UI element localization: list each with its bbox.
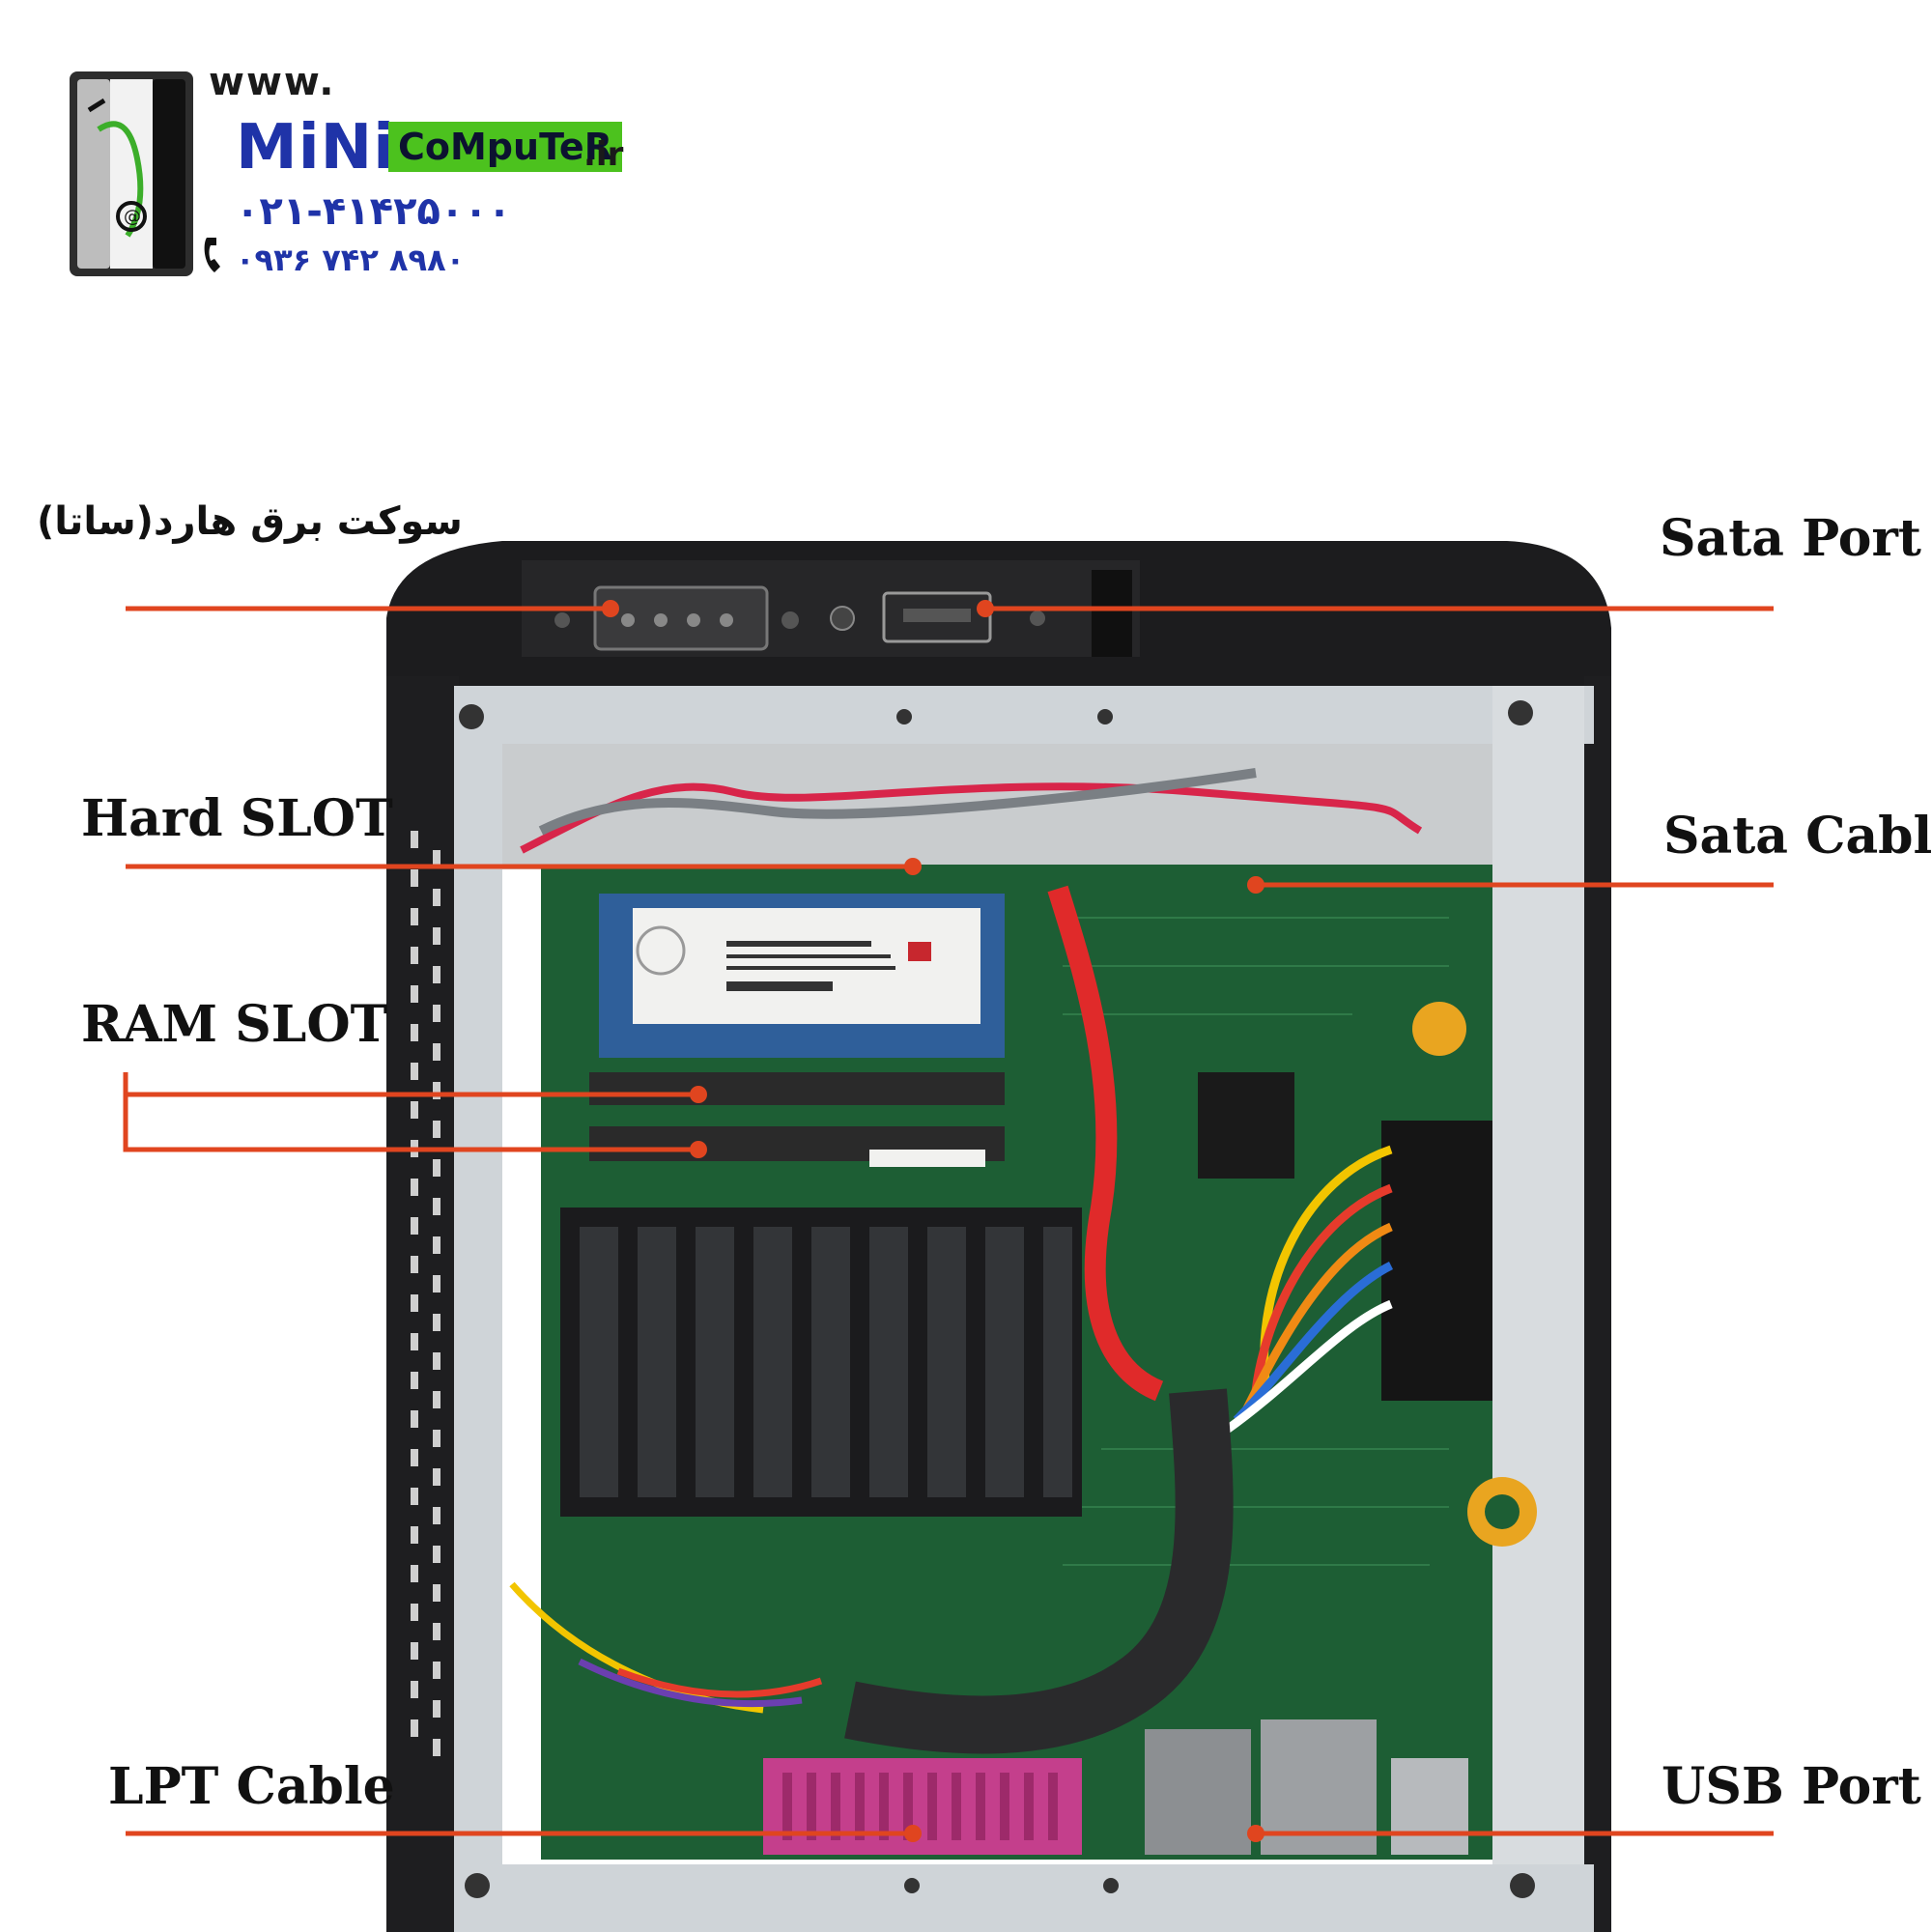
phone-icon: [204, 238, 220, 272]
ram-slot-1: [589, 1072, 1005, 1105]
usb-port-block-1: [1145, 1729, 1251, 1855]
label-ram-slot: RAM SLOT: [81, 995, 388, 1054]
logo-domain: .ir: [583, 135, 624, 174]
svg-text:@: @: [124, 207, 141, 227]
label-usb-port: USB Port: [1662, 1757, 1921, 1816]
logo-phone-primary: ۰۲۱-۴۱۴۲۵۰۰۰: [236, 189, 512, 234]
logo-www: www.: [209, 60, 336, 104]
sata-cable: [1047, 885, 1164, 1402]
label-sata-cable: Sata Cable: [1663, 807, 1932, 866]
label-hdd-power-socket: سوکت برق هارد(ساتا): [37, 499, 463, 544]
logo-phone-mobile: ۰۹۳۶ ۷۴۲ ۸۹۸۰: [236, 242, 466, 278]
leader-lines: [123, 606, 1774, 1836]
hdd-power-socket: [593, 585, 769, 651]
usb-port-block-3: [1391, 1758, 1468, 1855]
logo-computer-badge: CoMpuTeR: [388, 122, 622, 172]
label-lpt-cable: LPT Cable: [108, 1757, 395, 1816]
label-sata-port: Sata Port: [1660, 509, 1921, 568]
logo-mini: MiNi: [236, 112, 396, 184]
logo-emblem: @: [70, 71, 193, 276]
label-hard-slot: Hard SLOT: [81, 789, 393, 848]
